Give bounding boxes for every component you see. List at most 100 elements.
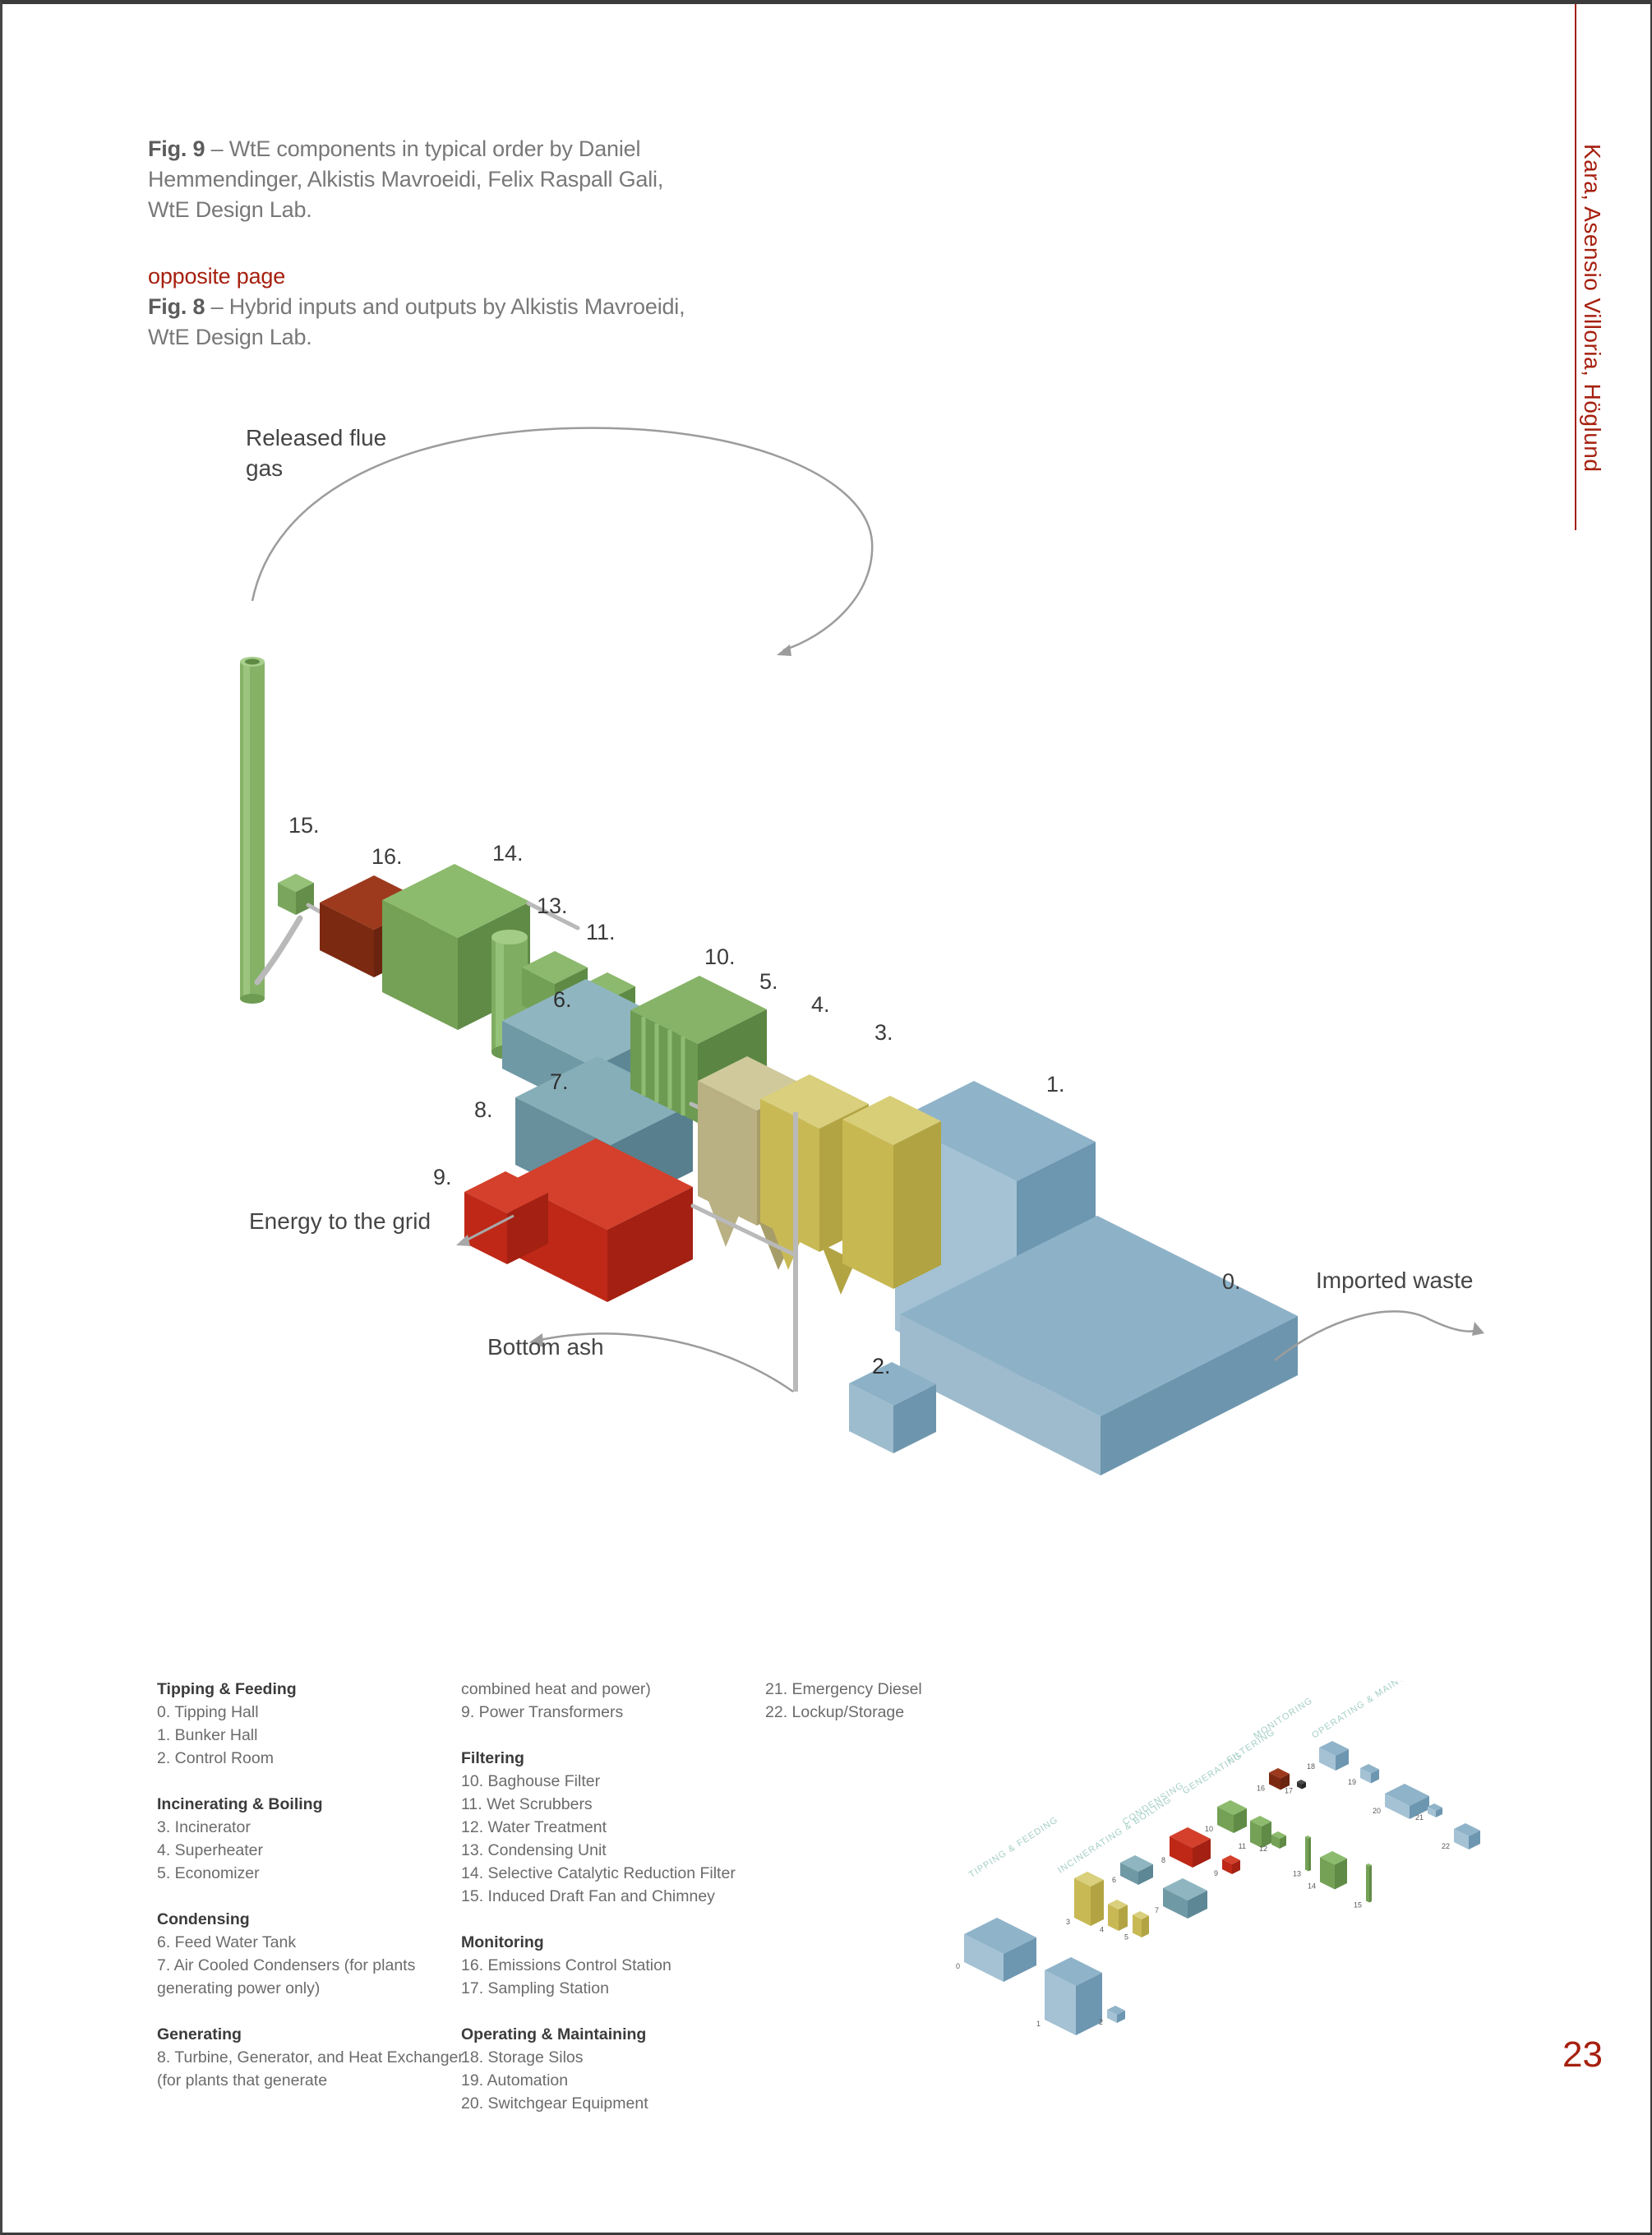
- page-number: 23: [1562, 2034, 1603, 2075]
- mini-component-7: 7: [1155, 1878, 1207, 1919]
- mini-component-19: 19: [1348, 1764, 1379, 1786]
- mini-box-face: [1170, 1836, 1193, 1868]
- mini-box-face: [1320, 1851, 1347, 1865]
- mini-box-face: [1428, 1807, 1436, 1817]
- fig8-text: – Hybrid inputs and outputs by Alkistis …: [148, 294, 685, 349]
- mini-box-face: [1269, 1768, 1290, 1779]
- legend-group-title: Operating & Maintaining: [461, 2025, 647, 2043]
- mini-number-label: 17: [1285, 1787, 1293, 1795]
- legend-group: Condensing 6. Feed Water Tank 7. Air Coo…: [157, 1908, 479, 2000]
- imported-waste-label: Imported waste: [1316, 1268, 1473, 1293]
- mini-component-12: 12: [1259, 1831, 1286, 1853]
- mini-component-14: 14: [1308, 1851, 1347, 1891]
- mini-box-face: [1163, 1878, 1207, 1900]
- mini-box-face: [1076, 1973, 1102, 2035]
- mini-box-face: [1232, 1860, 1240, 1874]
- legend-group-title: Incinerating & Boiling: [157, 1795, 323, 1813]
- legend-column-2: combined heat and power) 9. Power Transf…: [461, 1678, 783, 2138]
- mini-box-face: [1271, 1831, 1286, 1839]
- mini-box-face: [1119, 1905, 1128, 1931]
- legend-group-title: Tipping & Feeding: [157, 1680, 297, 1698]
- mini-number-label: 19: [1348, 1778, 1356, 1786]
- imported-waste-arrowhead: [1472, 1322, 1484, 1336]
- legend-item: 0. Tipping Hall: [157, 1703, 259, 1721]
- figure-captions: Fig. 9 – WtE components in typical order…: [148, 134, 690, 353]
- component-9-box: [464, 1171, 548, 1264]
- legend-item: 18. Storage Silos: [461, 2048, 584, 2066]
- energy-to-grid-label: Energy to the grid: [249, 1208, 431, 1234]
- mini-component-8: 8: [1161, 1827, 1211, 1868]
- mini-box-face: [1297, 1780, 1306, 1785]
- mini-box-face: [1188, 1891, 1207, 1919]
- mini-box-face: [1269, 1772, 1281, 1790]
- component-2-control-room: [849, 1362, 936, 1453]
- num-label-6: 6.: [553, 987, 572, 1012]
- num-label-13: 13.: [537, 894, 568, 918]
- mini-number-label: 13: [1293, 1870, 1301, 1878]
- legend-item: 4. Superheater: [157, 1841, 264, 1859]
- num-label-1: 1.: [1046, 1072, 1065, 1097]
- mini-box-face: [1142, 1915, 1149, 1937]
- mini-category-label: MONITORING: [1252, 1696, 1314, 1741]
- fig8-label: Fig. 8: [148, 294, 205, 319]
- mini-component-11: 11: [1239, 1816, 1271, 1850]
- mini-number-label: 10: [1205, 1825, 1213, 1833]
- imported-waste-flow-line: [1274, 1310, 1484, 1361]
- legend-item: combined heat and power): [461, 1680, 651, 1698]
- mini-box-face: [1336, 1749, 1349, 1771]
- flue-gas-flow-line: [251, 427, 874, 656]
- mini-box-face: [1074, 1878, 1091, 1926]
- mini-box-face: [1138, 1864, 1153, 1885]
- released-flue-gas-label-line2: gas: [246, 455, 283, 481]
- mini-box-face: [1217, 1800, 1247, 1815]
- legend-group: Incinerating & Boiling 3. Incinerator 4.…: [157, 1793, 479, 1885]
- mini-box-face: [1250, 1816, 1271, 1826]
- mini-component-5: 5: [1124, 1911, 1149, 1942]
- mini-box-face: [1107, 2010, 1117, 2023]
- mini-number-label: 14: [1308, 1882, 1316, 1891]
- mini-box-face: [1360, 1768, 1371, 1784]
- legend-group-title: Monitoring: [461, 1933, 544, 1951]
- legend-group: Monitoring 16. Emissions Control Station…: [461, 1931, 783, 2000]
- duct-pipe-14-11: [526, 901, 580, 930]
- legend-group: Generating 8. Turbine, Generator, and He…: [157, 2023, 479, 2092]
- num-label-15: 15.: [288, 813, 320, 838]
- num-label-9: 9.: [433, 1165, 452, 1189]
- mini-component-4: 4: [1100, 1900, 1128, 1934]
- component-0-tipping-hall: [900, 1216, 1298, 1475]
- mini-number-label: 6: [1112, 1876, 1116, 1884]
- num-label-2: 2.: [872, 1354, 891, 1378]
- mini-box-face: [1133, 1914, 1142, 1937]
- mini-component-9: 9: [1214, 1855, 1240, 1877]
- fig9-text: – WtE components in typical order by Dan…: [148, 136, 664, 222]
- legend-item: 19. Automation: [461, 2071, 569, 2090]
- mini-component-15: 15: [1354, 1863, 1372, 1909]
- legend-item: 9. Power Transformers: [461, 1703, 624, 1721]
- mini-box-face: [1222, 1859, 1232, 1874]
- mini-number-label: 3: [1066, 1918, 1070, 1926]
- mini-box-face: [1091, 1880, 1104, 1926]
- mini-box-face: [1371, 1769, 1379, 1784]
- legend-item: 13. Condensing Unit: [461, 1841, 607, 1859]
- component-3-incinerator: [842, 1096, 941, 1289]
- opposite-page-label: opposite page: [148, 264, 286, 289]
- num-label-14: 14.: [492, 841, 524, 866]
- fig8-caption: Fig. 8 – Hybrid inputs and outputs by Al…: [148, 292, 690, 353]
- mini-box-face: [1360, 1764, 1379, 1774]
- mini-box-face: [1234, 1808, 1247, 1833]
- num-label-3: 3.: [874, 1020, 893, 1045]
- mini-box-face: [1120, 1855, 1153, 1872]
- legend-group: Operating & Maintaining 18. Storage Silo…: [461, 2023, 783, 2115]
- legend-group-title: Condensing: [157, 1910, 250, 1928]
- legend-item: 21. Emergency Diesel: [765, 1680, 922, 1698]
- mini-box-face: [1366, 1863, 1372, 1867]
- mini-box-face: [1305, 1836, 1308, 1872]
- num-label-5: 5.: [759, 969, 778, 994]
- legend-item: 5. Economizer: [157, 1864, 260, 1882]
- legend-item: 15. Induced Draft Fan and Chimney: [461, 1887, 715, 1905]
- mini-box-face: [1454, 1829, 1469, 1849]
- mini-number-label: 12: [1259, 1845, 1267, 1853]
- mini-box-face: [1045, 1957, 1102, 1986]
